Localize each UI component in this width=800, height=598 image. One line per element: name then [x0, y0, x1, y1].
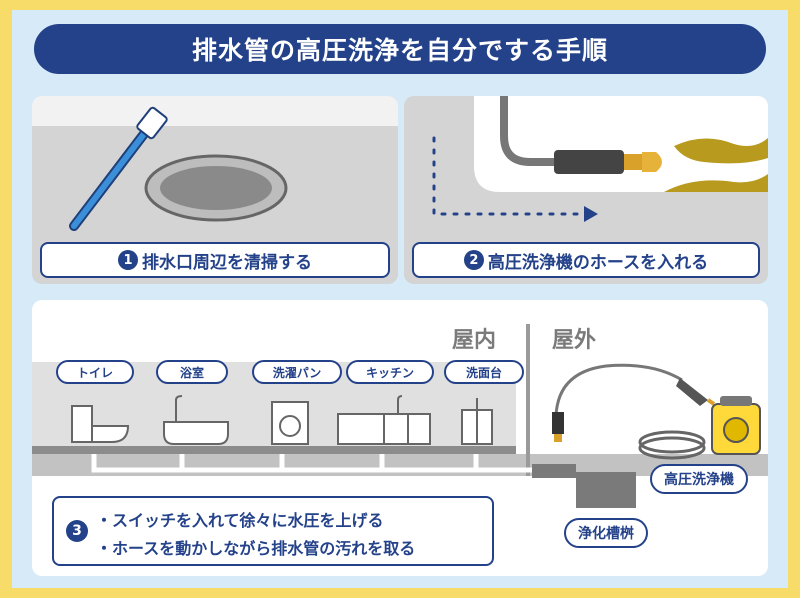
floor	[32, 446, 516, 454]
nozzle-tip-icon	[642, 152, 662, 172]
washing-machine-icon	[271, 401, 309, 445]
step-3-panel: 屋内 屋外 トイレ 浴室 洗濯パン キッチン 洗面台 高圧洗浄機 浄化槽桝 3 …	[32, 300, 768, 576]
arrow-right-icon	[584, 206, 598, 222]
step-1-label: 1 排水口周辺を清掃する	[40, 242, 390, 278]
step-3-instructions: 3 ・スイッチを入れて徐々に水圧を上げる ・ホースを動かしながら排水管の汚れを取…	[52, 496, 494, 566]
insertion-path	[432, 136, 586, 216]
step-1-number: 1	[118, 250, 138, 270]
hose	[500, 96, 554, 166]
step-2-panel: 2 高圧洗浄機のホースを入れる	[404, 96, 768, 284]
septic-tank-icon	[532, 464, 636, 508]
toilet-icon	[71, 405, 130, 443]
room-bathroom: 浴室	[156, 360, 228, 384]
nozzle-body	[554, 150, 624, 174]
outdoor-label: 屋外	[552, 328, 597, 353]
sludge-top	[674, 138, 768, 164]
septic-tank-tag: 浄化槽桝	[564, 518, 648, 548]
step-2-number: 2	[463, 250, 484, 270]
room-toilet: トイレ	[56, 360, 134, 384]
page-title: 排水管の高圧洗浄を自分でする手順	[34, 24, 766, 74]
pipe-interior	[474, 96, 768, 192]
step-1-text: 排水口周辺を清掃する	[142, 252, 312, 273]
step-2-illustration	[432, 96, 768, 222]
nozzle-joint	[624, 154, 642, 170]
step-2-text: 高圧洗浄機のホースを入れる	[487, 252, 709, 273]
room-kitchen: キッチン	[346, 360, 434, 384]
step-1-panel: 1 排水口周辺を清掃する	[32, 96, 398, 284]
room-laundry: 洗濯パン	[252, 360, 342, 384]
drain-icon	[144, 154, 288, 222]
toothbrush-icon	[69, 106, 168, 231]
washbasin-icon	[461, 398, 493, 445]
wall	[32, 96, 398, 126]
step-2-label: 2 高圧洗浄機のホースを入れる	[412, 242, 760, 278]
indoor-label: 屋内	[452, 328, 497, 353]
step-1-illustration	[32, 96, 398, 231]
kitchen-icon	[337, 395, 431, 445]
sludge-bottom	[664, 174, 768, 192]
infographic-page: 排水管の高圧洗浄を自分でする手順 1 排水口周辺を清掃する	[12, 10, 788, 588]
instruction-line-2: ・ホースを動かしながら排水管の汚れを取る	[96, 539, 416, 558]
instruction-line-1: ・スイッチを入れて徐々に水圧を上げる	[96, 511, 384, 530]
room-washbasin: 洗面台	[444, 360, 524, 384]
bathtub-icon	[163, 395, 229, 445]
pressure-washer-icon	[552, 363, 761, 460]
pressure-washer-tag: 高圧洗浄機	[650, 464, 748, 494]
step-3-number: 3	[66, 520, 88, 542]
